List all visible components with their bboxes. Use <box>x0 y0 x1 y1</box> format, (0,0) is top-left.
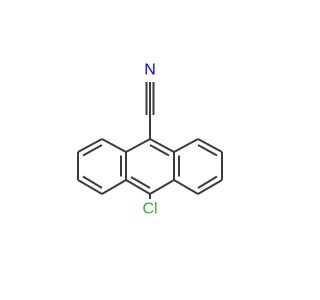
chlorine-atom-label: Cl <box>142 201 157 218</box>
right-benzene-ring <box>173 138 223 195</box>
central-ring <box>125 138 175 195</box>
nitrogen-atom-label: N <box>144 62 156 79</box>
nitrile-triple-bond <box>145 82 155 115</box>
left-benzene-ring <box>77 138 127 195</box>
molecule-structure-diagram: N Cl <box>77 62 223 218</box>
